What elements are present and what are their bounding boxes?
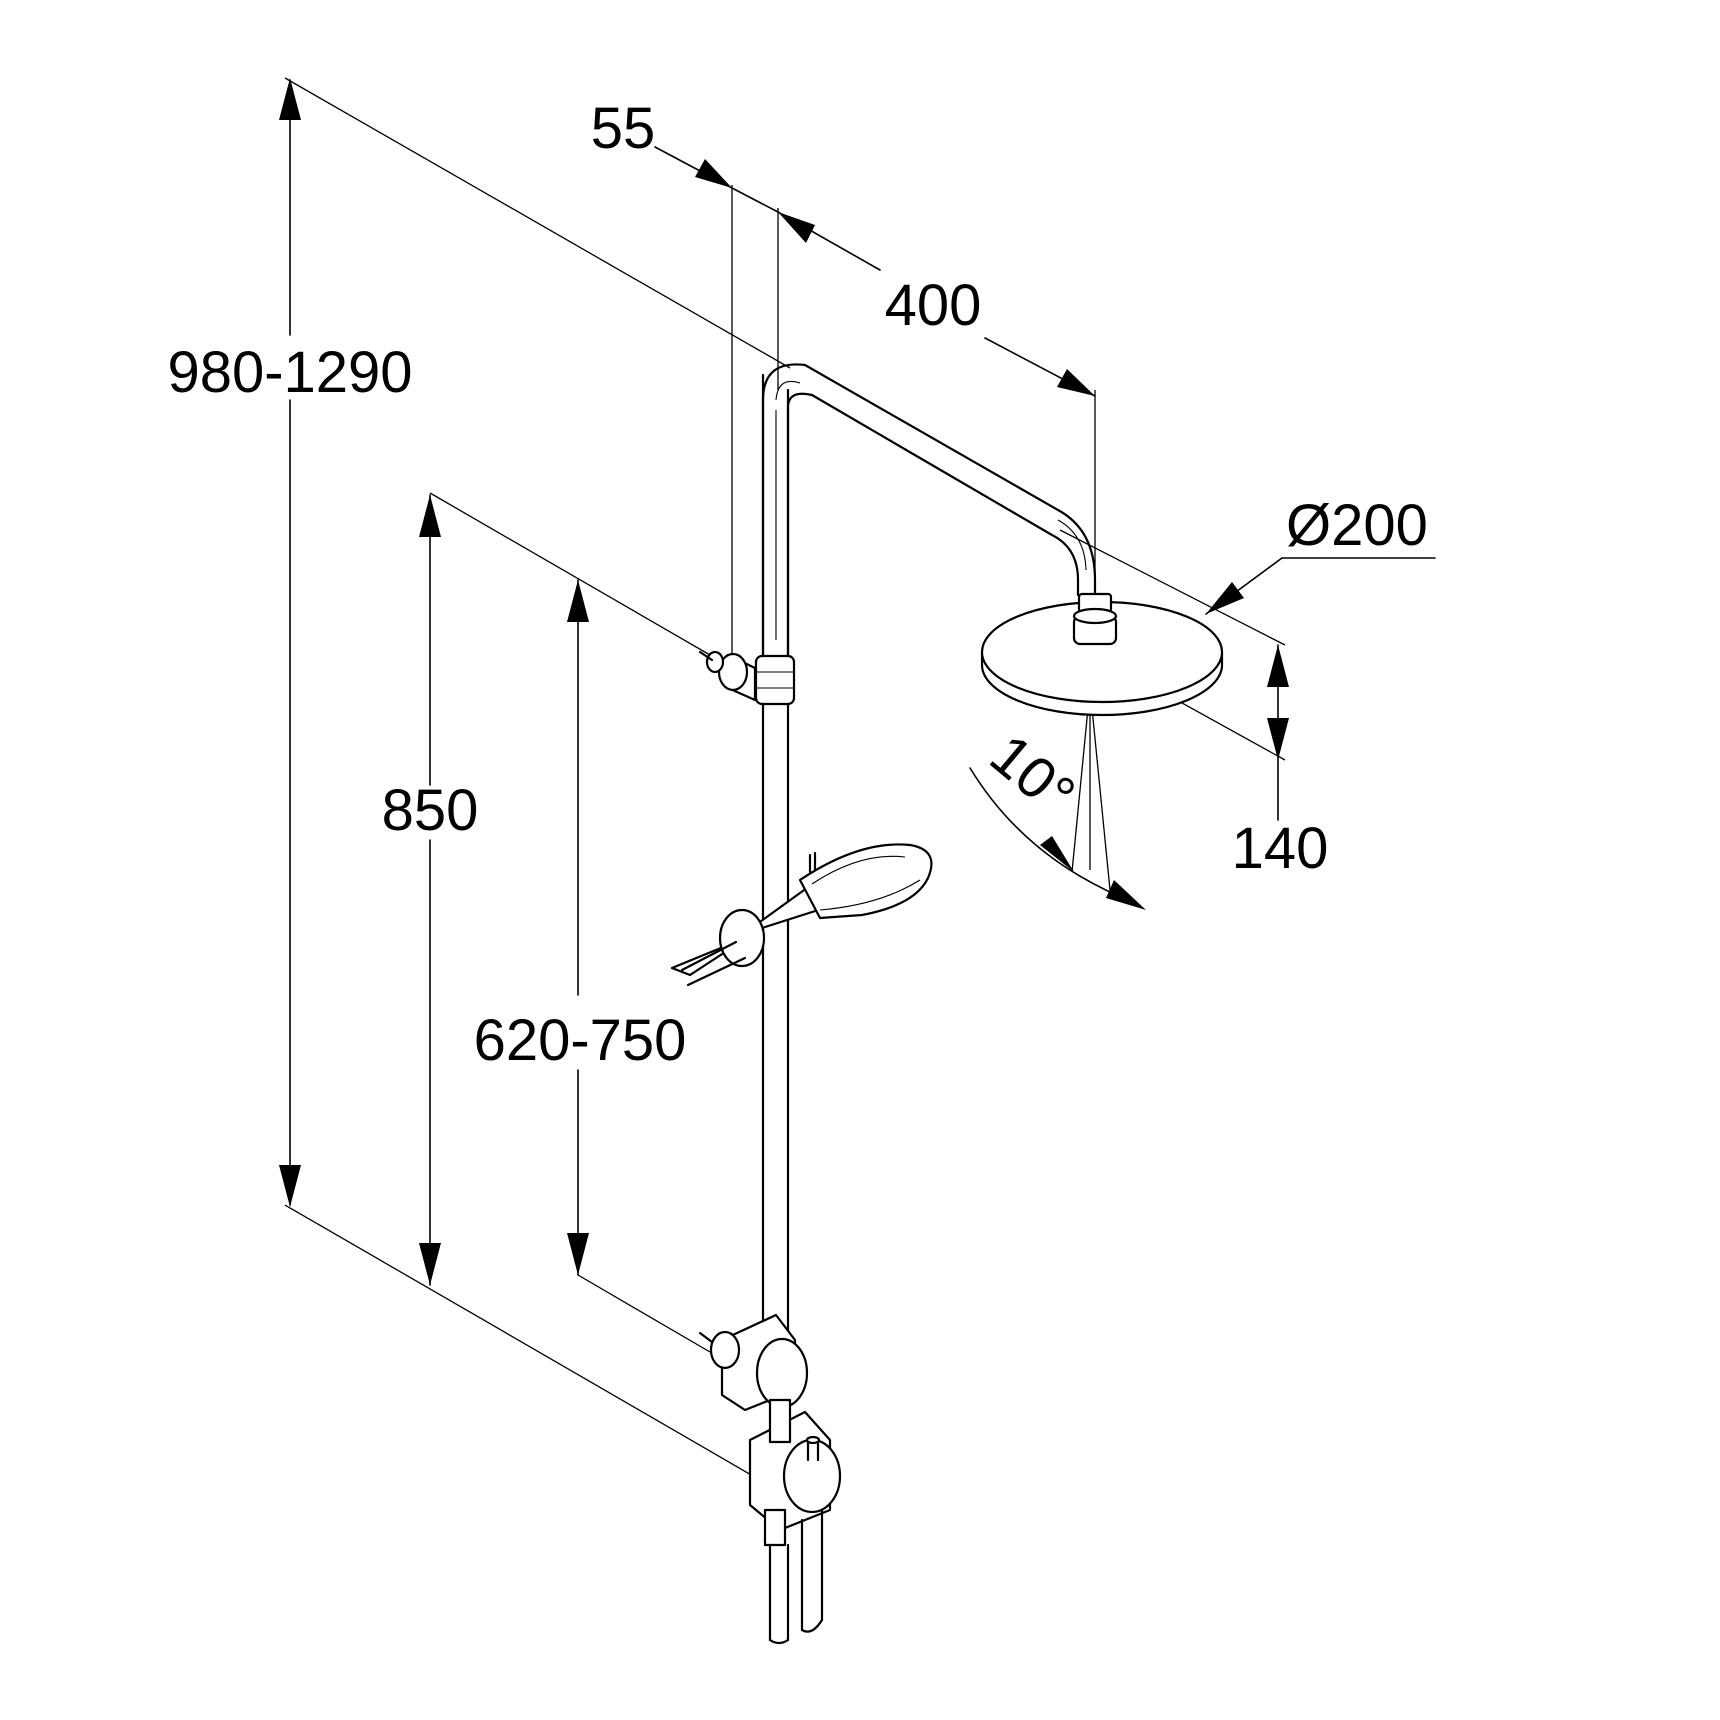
- arrow-down-icon: [279, 1165, 301, 1207]
- head-diameter-label: Ø200: [1286, 493, 1428, 558]
- arrow-up-icon: [1267, 645, 1289, 687]
- supply-pipes: [768, 1508, 824, 1645]
- arrow-up-icon: [567, 580, 589, 622]
- dimension-head-diameter: Ø200: [1205, 493, 1436, 615]
- arrow-down-icon: [567, 1233, 589, 1275]
- upper-wall-bracket: [698, 650, 796, 706]
- dimension-handshower-range: 620-750: [474, 579, 711, 1353]
- arrow-down-icon: [1267, 718, 1289, 760]
- lower-wall-bracket: [698, 1313, 809, 1412]
- offset-width-label: 55: [591, 96, 656, 161]
- arrow-up-icon: [279, 78, 301, 120]
- arrow-icon: [1040, 836, 1074, 872]
- arrow-right-icon: [1057, 369, 1095, 396]
- dimension-bracket-spacing: 850: [382, 492, 711, 1286]
- arrow-left-icon: [778, 212, 815, 243]
- mixer-valve: [748, 1398, 842, 1547]
- dimension-arm-length: 400: [885, 273, 1096, 620]
- total-height-label: 980-1290: [167, 340, 412, 405]
- bracket-spacing-label: 850: [382, 778, 479, 843]
- arrow-icon: [1106, 880, 1146, 910]
- dimension-total-height: 980-1290: [167, 77, 791, 1481]
- handshower-range-label: 620-750: [474, 1008, 687, 1073]
- arm-length-label: 400: [885, 273, 982, 338]
- overhead-shower-head: [980, 592, 1224, 717]
- arrow-up-icon: [419, 495, 441, 537]
- hand-shower: [670, 843, 933, 987]
- head-drop-label: 140: [1232, 816, 1329, 881]
- arrow-down-icon: [419, 1243, 441, 1285]
- dimension-tilt-angle: 10°: [969, 687, 1146, 910]
- tilt-angle-label: 10°: [978, 722, 1087, 828]
- dimension-head-drop: 140: [1059, 529, 1329, 881]
- dimension-offset-width: 55: [591, 96, 881, 670]
- arrow-right-icon: [695, 159, 732, 188]
- overhead-arm: [761, 363, 1097, 662]
- riser-rail: [761, 373, 790, 1362]
- arrow-down-left-icon: [1206, 582, 1244, 614]
